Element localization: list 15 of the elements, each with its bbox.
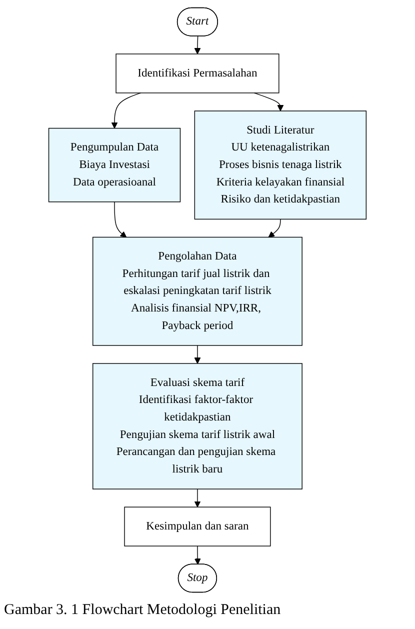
arrow	[111, 92, 142, 129]
arrow	[268, 218, 281, 238]
node-box: Evaluasi skema tarif Identifikasi faktor-faktor ketidakpastian Pengujian skema tarif listrik awal Perancangan dan pengujian skema listrik baru	[92, 363, 302, 490]
node-box: Identifikasi Permasalahan	[116, 54, 280, 94]
arrow	[114, 202, 127, 238]
arrow	[194, 488, 201, 508]
node-box: Kesimpulan dan saran	[124, 506, 271, 546]
arrow	[254, 92, 284, 112]
node-box: Studi Literatur UU ketenagalistrikan Proses bisnis tenaga listrik Kriteria kelayakan finansial Risiko dan ketidakpastian	[194, 110, 367, 220]
arrow	[194, 36, 201, 54]
node-box: Pengolahan Data Perhitungan tarif jual listrik dan eskalasi peningkatan tarif listrik Analisis finansial NPV,IRR, Payback period	[92, 236, 302, 346]
arrow	[194, 345, 201, 364]
node-box: Pengumpulan Data Biaya Investasi Data operasioanal	[48, 128, 181, 202]
figure-caption: Gambar 3. 1 Flowchart Metodologi Penelitian	[3, 601, 282, 620]
arrow	[194, 546, 201, 565]
